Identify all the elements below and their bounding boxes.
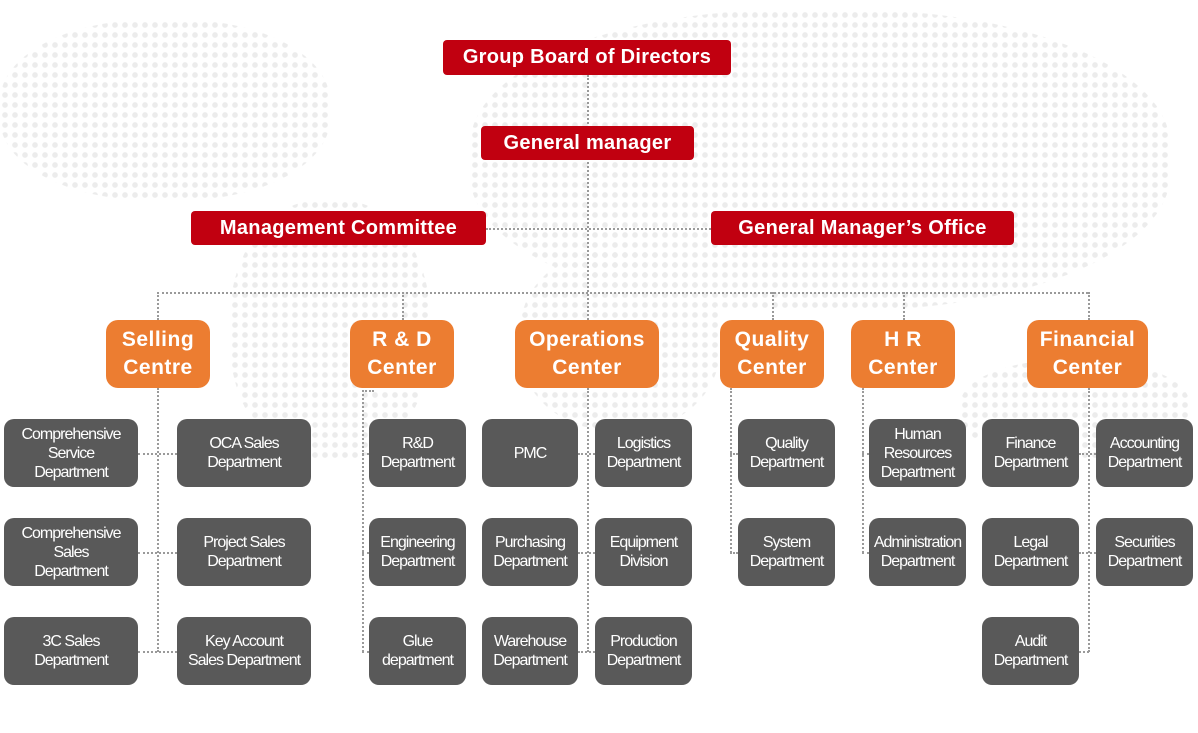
connector-line [587,75,589,320]
department-box: Accounting Department [1096,419,1193,487]
board-of-directors-box: Group Board of Directors [443,40,731,75]
connector-line [138,651,177,653]
department-box: Legal Department [982,518,1079,586]
connector-line [486,228,711,230]
rd-center-box: R & D Center [350,320,454,388]
selling-centre-box: Selling Centre [106,320,210,388]
department-box: Logistics Department [595,419,692,487]
connector-line [578,651,595,653]
connector-line [157,292,1088,294]
connector-line [1088,292,1090,320]
connector-line [578,453,595,455]
connector-line [1079,453,1096,455]
connector-line [362,453,369,455]
management-committee-box: Management Committee [191,211,486,245]
connector-line [730,453,738,455]
department-box: Comprehensive Sales Department [4,518,138,586]
department-box: Warehouse Department [482,617,578,685]
world-map-background [0,20,330,200]
department-box: Audit Department [982,617,1079,685]
connector-line [1079,552,1096,554]
department-box: OCA Sales Department [177,419,311,487]
department-box: Production Department [595,617,692,685]
connector-line [730,552,738,554]
connector-line [1088,388,1090,652]
connector-line [138,453,177,455]
department-box: Key Account Sales Department [177,617,311,685]
department-box: Quality Department [738,419,835,487]
department-box: R&D Department [369,419,466,487]
department-box: Administration Department [869,518,966,586]
connector-line [362,552,369,554]
department-box: Securities Department [1096,518,1193,586]
department-box: Project Sales Department [177,518,311,586]
connector-line [362,390,364,652]
connector-line [1079,651,1089,653]
connector-line [138,552,177,554]
connector-line [587,388,589,652]
gm-office-box: General Manager’s Office [711,211,1014,245]
financial-center-box: Financial Center [1027,320,1148,388]
connector-line [862,453,869,455]
department-box: Purchasing Department [482,518,578,586]
department-box: 3C Sales Department [4,617,138,685]
connector-line [578,552,595,554]
connector-line [157,292,159,320]
operations-center-box: Operations Center [515,320,659,388]
connector-line [362,390,374,392]
department-box: Finance Department [982,419,1079,487]
hr-center-box: H R Center [851,320,955,388]
general-manager-box: General manager [481,126,694,160]
connector-line [903,292,905,320]
department-box: Engineering Department [369,518,466,586]
connector-line [402,292,404,320]
department-box: Human Resources Department [869,419,966,487]
department-box: Glue department [369,617,466,685]
connector-line [862,552,869,554]
department-box: PMC [482,419,578,487]
quality-center-box: Quality Center [720,320,824,388]
department-box: System Department [738,518,835,586]
connector-line [157,388,159,652]
department-box: Equipment Division [595,518,692,586]
connector-line [772,292,774,320]
connector-line [730,388,732,553]
department-box: Comprehensive Service Department [4,419,138,487]
connector-line [862,388,864,553]
connector-line [362,651,369,653]
